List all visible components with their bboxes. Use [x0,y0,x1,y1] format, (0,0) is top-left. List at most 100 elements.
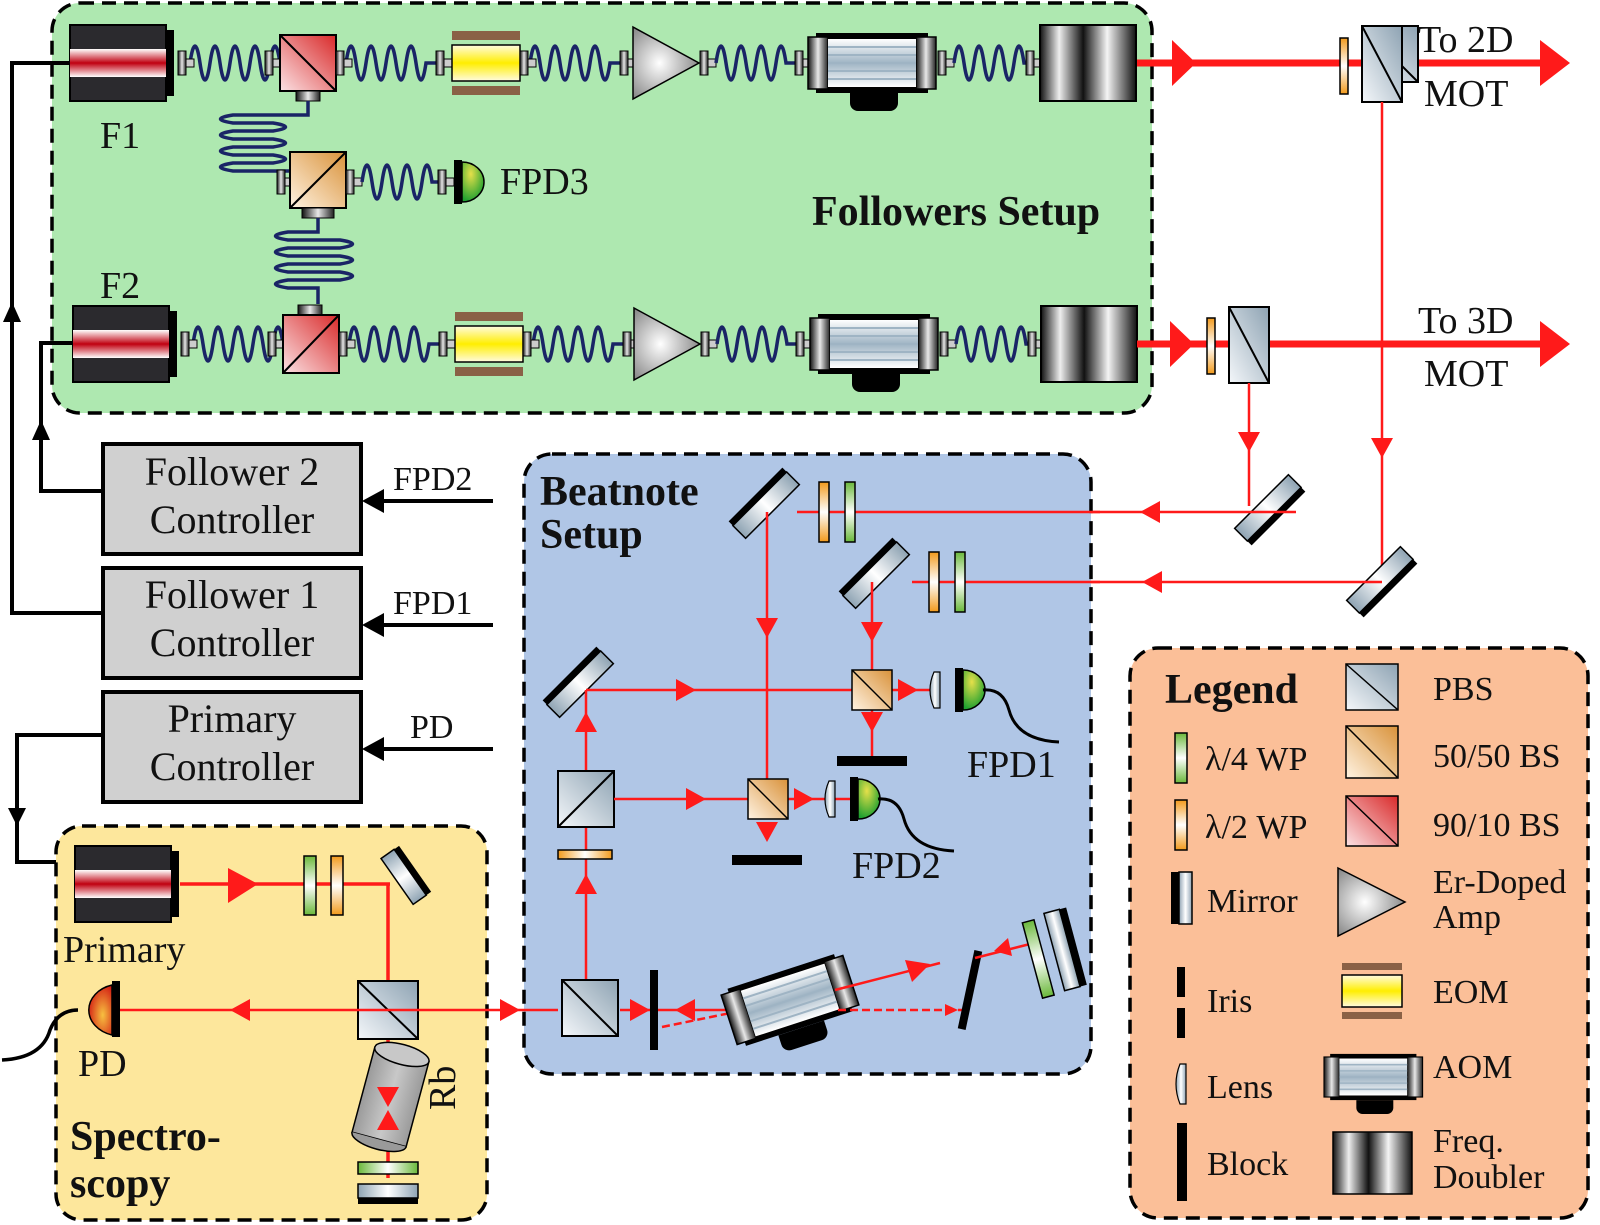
laser-f2-label: F2 [100,265,140,307]
svg-text:Primary: Primary [168,696,297,741]
fpd1-input-label: FPD1 [393,585,472,622]
mirror-icon [1178,871,1193,925]
beatnote-title-line2: Setup [540,512,643,558]
legend-item-bs-50-50: 50/50 BS [1345,725,1561,779]
frequency-doubler-icon [1332,1131,1413,1195]
legend-item-mirror: Mirror [1171,871,1298,925]
mirror-rb-icon [357,1183,419,1204]
legend-item-iris: Iris [1177,967,1252,1038]
svg-text:Er-Doped: Er-Doped [1433,864,1566,901]
legend-item-bs-90-10: 90/10 BS [1345,795,1561,847]
laser-f1-label: F1 [100,115,140,157]
svg-text:PBS: PBS [1433,671,1494,708]
mirror-spec-icon [379,845,432,906]
legend-panel [1128,646,1590,1220]
to-2d-mot-line1: To 2D [1418,19,1514,61]
control-wires [3,61,103,864]
pbs-icon [1345,663,1399,711]
pbs-beat-2-icon [561,979,619,1037]
mirror-beat-4-icon [1043,907,1087,992]
doubler-f2-icon [1040,305,1138,383]
fpd2-input-label: FPD2 [393,461,472,498]
pbs-beat-1-icon [557,770,615,828]
legend-item-aom: AOM [1323,1049,1512,1115]
svg-text:Iris: Iris [1207,983,1252,1020]
legend-item-pbs: PBS [1345,663,1494,711]
laser-primary-icon [74,845,180,923]
legend-item-half-waveplate: λ/2 WP [1174,799,1307,851]
eom-icon [1341,963,1403,1019]
bs-50-50-fpd1-icon [851,669,893,711]
half-waveplate-icon [1174,799,1188,851]
quarter-waveplate-rb-icon [357,1161,419,1175]
bs-90-10-icon [1345,795,1399,847]
legend-title: Legend [1165,667,1298,713]
bs-90-10-f2-icon [282,304,340,374]
pd-label: PD [78,1043,127,1085]
half-waveplate-beat-1-icon [818,481,830,543]
svg-text:50/50 BS: 50/50 BS [1433,738,1561,775]
svg-text:Follower 1: Follower 1 [145,572,319,617]
svg-text:Mirror: Mirror [1207,883,1298,920]
primary-controller: Primary Controller PD [101,690,493,804]
half-waveplate-spec-icon [330,855,344,916]
laser-f1-icon [69,24,175,102]
rb-label: Rb [422,1066,464,1110]
svg-text:Block: Block [1207,1146,1288,1183]
svg-text:λ/4 WP: λ/4 WP [1205,741,1307,778]
legend-item-eom: EOM [1341,963,1509,1019]
fpd2-label: FPD2 [852,845,941,887]
follower-1-controller: Follower 1 Controller FPD1 [101,566,493,680]
beatnote-title-line1: Beatnote [540,469,699,515]
quarter-waveplate-beat-2-icon [954,551,966,613]
photodetector-pd-icon [1,981,120,1062]
block-icon [1177,1123,1187,1201]
svg-text:Freq.: Freq. [1433,1123,1504,1160]
quarter-waveplate-beat-4-icon [1021,918,1056,1000]
half-waveplate-beat-3-icon [557,849,613,860]
bs-50-50-icon [1345,725,1399,779]
legend-item-amplifier: Er-Doped Amp [1337,864,1566,938]
svg-text:Controller: Controller [150,497,314,542]
mirror-beat-1-icon [728,467,801,540]
mirror-beat-2-icon [838,537,911,610]
fpd1-label: FPD1 [967,744,1056,786]
bs-50-50-fpd2-icon [747,778,789,820]
follower-1-chain [69,24,1137,112]
beam-block-fpd2-icon [732,855,802,865]
svg-text:λ/2 WP: λ/2 WP [1205,809,1307,846]
doubler-f1-icon [1039,24,1137,102]
lens-fpd1-icon [929,671,941,709]
quarter-waveplate-spec-icon [303,855,317,916]
half-waveplate-beat-2-icon [928,551,940,613]
spectroscopy-title-line1: Spectro- [70,1114,221,1160]
pbs-3d-icon [1228,306,1270,384]
laser-primary-label: Primary [63,929,185,971]
to-3d-mot-line2: MOT [1424,353,1508,395]
beatnote-panel [522,452,1093,1076]
svg-text:Controller: Controller [150,620,314,665]
bs-90-10-f1-icon [279,34,337,102]
quarter-waveplate-icon [1174,732,1188,784]
half-waveplate-3d-icon [1206,317,1216,375]
iris-1-icon [650,970,658,1050]
legend-item-quarter-waveplate: λ/4 WP [1174,732,1307,784]
svg-text:Amp: Amp [1433,899,1501,936]
legend-item-block: Block [1177,1123,1288,1201]
legend-item-lens: Lens [1175,1063,1273,1106]
mirror-pickoff-2-icon [1345,545,1418,618]
beam-block-fpd1-icon [837,756,907,766]
iris-icon [1177,967,1185,1038]
quarter-waveplate-beat-1-icon [844,481,856,543]
mirror-pickoff-1-icon [1233,473,1306,546]
follower-2-chain [72,304,1138,393]
svg-text:Follower 2: Follower 2 [145,449,319,494]
to-2d-mot-line2: MOT [1424,73,1508,115]
pd-input-label: PD [410,709,453,746]
spectroscopy-title-line2: scopy [70,1161,170,1207]
fpd3-label: FPD3 [500,161,589,203]
svg-text:Doubler: Doubler [1433,1159,1545,1196]
lens-icon [1175,1063,1187,1105]
lens-fpd2-icon [824,780,836,818]
laser-f2-icon [72,305,178,383]
